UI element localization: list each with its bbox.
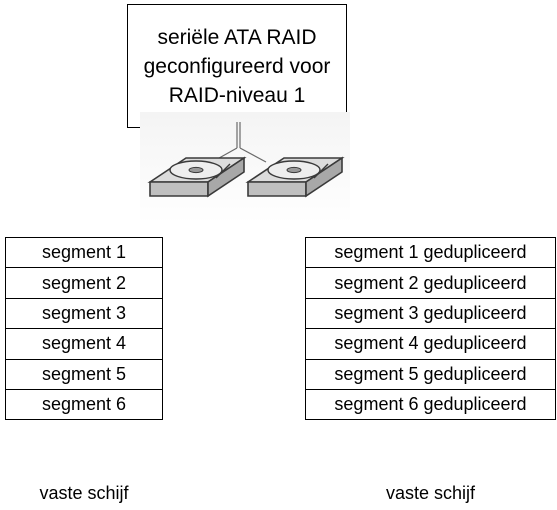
table-row: segment 6 gedupliceerd bbox=[305, 388, 556, 421]
segment-cell: segment 3 gedupliceerd bbox=[305, 297, 556, 330]
segment-cell: segment 4 bbox=[5, 328, 163, 360]
segment-cell: segment 1 bbox=[5, 236, 163, 269]
raid-config-line-3: RAID-niveau 1 bbox=[168, 83, 306, 107]
raid-config-line-2: geconfigureerd voor bbox=[143, 54, 331, 78]
left-disk-segment-table: segment 1 segment 2 segment 3 segment 4 … bbox=[5, 236, 163, 421]
table-row: segment 5 bbox=[5, 358, 163, 390]
raid-config-box: seriële ATA RAID geconfigureerd voor RAI… bbox=[127, 4, 347, 128]
hard-drive-icon bbox=[147, 156, 247, 198]
right-disk-label: vaste schijf bbox=[385, 483, 476, 503]
segment-cell: segment 2 gedupliceerd bbox=[305, 267, 556, 299]
segment-cell: segment 5 gedupliceerd bbox=[305, 358, 556, 390]
table-row: segment 4 bbox=[5, 328, 163, 360]
disk-illustration bbox=[140, 112, 350, 224]
right-disk-segment-table: segment 1 gedupliceerd segment 2 gedupli… bbox=[305, 236, 556, 421]
segment-cell: segment 6 bbox=[5, 388, 163, 421]
table-row: segment 3 bbox=[5, 297, 163, 330]
segment-cell: segment 2 bbox=[5, 267, 163, 299]
segment-cell: segment 4 gedupliceerd bbox=[305, 328, 556, 360]
table-row: segment 2 bbox=[5, 267, 163, 299]
segment-cell: segment 1 gedupliceerd bbox=[305, 236, 556, 269]
segment-cell: segment 6 gedupliceerd bbox=[305, 388, 556, 421]
left-disk-label: vaste schijf bbox=[39, 483, 129, 503]
table-row: segment 3 gedupliceerd bbox=[305, 297, 556, 330]
table-row: segment 1 bbox=[5, 236, 163, 269]
segment-cell: segment 3 bbox=[5, 297, 163, 330]
table-row: segment 1 gedupliceerd bbox=[305, 236, 556, 269]
table-row: segment 2 gedupliceerd bbox=[305, 267, 556, 299]
table-row: segment 5 gedupliceerd bbox=[305, 358, 556, 390]
table-row: segment 6 bbox=[5, 388, 163, 421]
segment-cell: segment 5 bbox=[5, 358, 163, 390]
raid-config-line-1: seriële ATA RAID bbox=[157, 25, 317, 49]
table-row: segment 4 gedupliceerd bbox=[305, 328, 556, 360]
hard-drive-icon bbox=[245, 156, 345, 198]
